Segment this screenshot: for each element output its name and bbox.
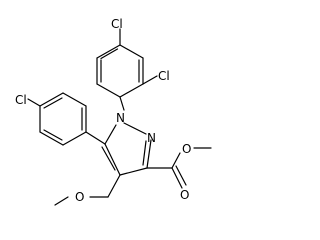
bond-o-ch3 — [54, 196, 69, 206]
bond-carbonyl-o-double — [175, 165, 187, 186]
bond-ring1-a — [119, 44, 144, 59]
chlorophenyl-ring — [27, 92, 106, 146]
bond-c4-c5 — [104, 143, 121, 176]
methoxymethyl-group — [54, 174, 121, 206]
bond-n2-c3-inner — [142, 140, 147, 166]
pyrazole-ring — [101, 122, 152, 176]
atom-o-ester: O — [182, 142, 191, 156]
atom-o-methoxy: O — [75, 190, 84, 204]
molecule-diagram: Cl Cl Cl N N O O O — [15, 17, 212, 206]
atom-cl-left: Cl — [15, 93, 27, 107]
bond-ring1-c — [119, 83, 144, 98]
atom-cl-top: Cl — [111, 17, 123, 31]
bond-to-cl-left — [27, 98, 41, 107]
bond-c3-c4 — [119, 167, 148, 176]
bond-ring2-f — [62, 131, 87, 146]
structure-canvas: Cl Cl Cl N N O O O — [15, 17, 212, 206]
bond-n2-c3 — [146, 139, 152, 169]
bond-carbonyl-o — [171, 167, 183, 189]
bond-ring1-f-inner — [100, 48, 119, 60]
bond-c5-to-phenyl — [85, 131, 106, 145]
atom-cl-right: Cl — [158, 69, 170, 83]
bond-c4-c5-inner — [101, 146, 116, 171]
bond-ring2-c — [39, 92, 64, 107]
methyl-ester-group — [146, 147, 212, 189]
bond-ring2-e-inner — [43, 129, 63, 141]
bond-ring1-f — [96, 44, 121, 59]
bond-aryl-to-n1 — [119, 96, 125, 111]
atom-n2: N — [147, 131, 156, 145]
bond-to-cl-right — [142, 75, 158, 85]
bond-carbonyl-to-ester-o — [171, 152, 181, 169]
bond-c5-n1 — [104, 124, 117, 145]
bond-ring2-b — [62, 92, 87, 107]
bond-c4-ch2 — [107, 174, 121, 198]
bond-n1-n2 — [123, 122, 147, 135]
dichlorophenyl-ring — [96, 28, 158, 111]
atom-o-carbonyl: O — [180, 188, 189, 202]
atom-n1: N — [116, 111, 125, 125]
bond-ring2-c-inner — [43, 97, 63, 109]
bond-ring2-e — [39, 131, 64, 146]
bond-ring1-d — [96, 83, 121, 98]
